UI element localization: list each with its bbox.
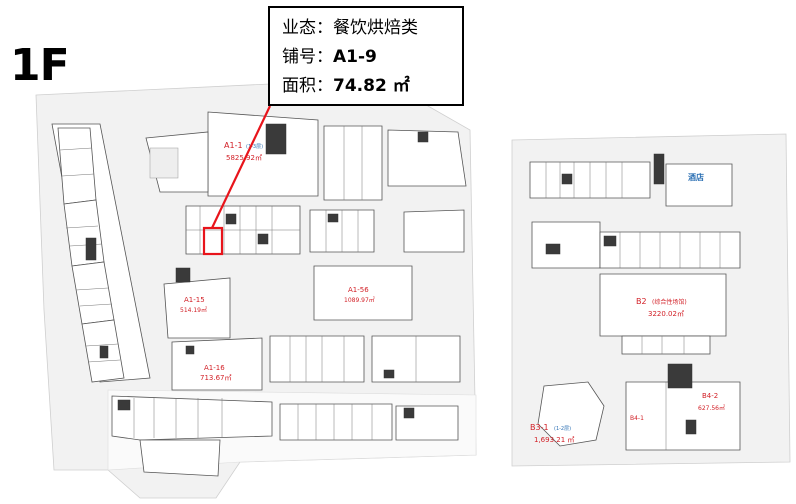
- unit-a1-15[interactable]: A1-15 514.19㎡: [163, 267, 231, 339]
- upper-right-shops: [529, 153, 665, 199]
- shop-number-label: 铺号：: [282, 47, 333, 67]
- unit-a1-1-name: A1-1: [224, 141, 243, 150]
- unit-b2-area: 3220.02㎡: [648, 310, 684, 318]
- left-strip-shops: [51, 123, 151, 383]
- shop-format-row: 业态：餐饮烘焙类: [282, 14, 450, 43]
- upper-shop-blocks: [323, 125, 467, 201]
- unit-b2-name: B2: [636, 297, 647, 306]
- unit-a1-16[interactable]: A1-16 713.67㎡: [171, 337, 263, 391]
- unit-b3-1[interactable]: B3-1 (1-2层) 1,693.21 ㎡: [530, 381, 605, 447]
- unit-b4-2-area: 627.56㎡: [698, 404, 725, 412]
- shop-area-row: 面积：74.82 ㎡: [282, 72, 450, 101]
- shop-number-row: 铺号：A1-9: [282, 43, 450, 72]
- unit-a1-1-area: 5825.92㎡: [226, 154, 262, 162]
- unit-a1-56-area: 1089.97㎡: [344, 296, 375, 304]
- unit-b4-area[interactable]: B4-1 B4-2 627.56㎡: [625, 363, 741, 451]
- unit-b2-note: (综合性场馆): [652, 298, 687, 306]
- unit-a1-56[interactable]: A1-56 1089.97㎡: [313, 265, 413, 321]
- unit-b4-2-name: B4-2: [702, 392, 718, 400]
- unit-a1-16-area: 713.67㎡: [200, 374, 232, 382]
- shop-number-value: A1-9: [333, 47, 377, 67]
- floor-label: 1F: [10, 40, 70, 91]
- shop-format-value: 餐饮烘焙类: [333, 18, 418, 38]
- unit-b3-1-name: B3-1: [530, 423, 549, 432]
- unit-hotel-name: 酒店: [688, 172, 704, 182]
- unit-a1-15-name: A1-15: [184, 296, 205, 304]
- mid-right-shops: [531, 221, 741, 269]
- unit-a1-15-area: 514.19㎡: [180, 306, 207, 314]
- unit-b3-1-area: 1,693.21 ㎡: [534, 436, 574, 444]
- shop-format-label: 业态：: [282, 18, 333, 38]
- unit-a1-1[interactable]: A1-1 (1-3层) 5825.92㎡: [145, 111, 319, 197]
- unit-a1-56-name: A1-56: [348, 286, 369, 294]
- shop-area-value: 74.82 ㎡: [333, 76, 410, 96]
- mid-lower-shops: [269, 335, 461, 383]
- middle-shop-band: [185, 205, 465, 255]
- callout-pointer: [211, 105, 271, 229]
- shop-area-label: 面积：: [282, 76, 333, 96]
- unit-a1-16-name: A1-16: [204, 364, 225, 372]
- unit-b2[interactable]: B2 (综合性场馆) 3220.02㎡: [599, 273, 727, 355]
- bottom-shops: [111, 395, 459, 477]
- unit-hotel[interactable]: 酒店: [665, 163, 733, 207]
- unit-b3-1-note: (1-2层): [554, 426, 571, 432]
- unit-a1-1-note: (1-3层): [246, 144, 263, 150]
- shop-info-callout: 业态：餐饮烘焙类 铺号：A1-9 面积：74.82 ㎡: [268, 6, 464, 106]
- unit-b4-1-name: B4-1: [630, 415, 644, 422]
